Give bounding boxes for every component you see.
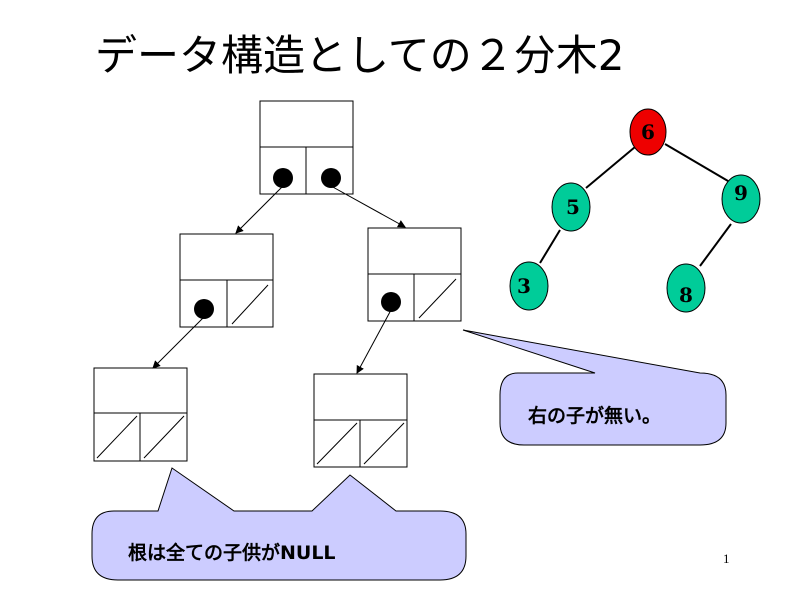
tree-node-5: 5 — [551, 182, 591, 232]
pointer-dot — [273, 168, 293, 188]
tree-edge — [539, 229, 561, 264]
struct-node-leaf-2 — [313, 373, 408, 468]
callout-no-right-child-text: 右の子が無い。 — [527, 404, 661, 427]
null-slash — [363, 422, 405, 465]
svg-text:9: 9 — [734, 181, 748, 205]
tree-node-3: 3 — [509, 261, 549, 311]
tree-edge — [585, 146, 636, 189]
svg-text:8: 8 — [679, 283, 693, 307]
page-number: 1 — [723, 551, 730, 566]
null-slash — [418, 278, 457, 319]
pointer-arrow — [235, 185, 284, 234]
struct-node-root — [259, 100, 354, 195]
pointer-arrow — [152, 316, 205, 369]
slide-title: データ構造としての２分木2 — [95, 31, 625, 80]
null-slash — [231, 284, 269, 325]
tree-node-9: 9 — [721, 174, 761, 224]
pointer-arrow — [330, 185, 406, 228]
null-slash — [316, 422, 358, 465]
callout-leaf-null: 根は全ての子供がNULL — [91, 467, 467, 581]
null-slash — [143, 415, 185, 459]
null-slash — [96, 415, 138, 459]
svg-text:5: 5 — [566, 195, 580, 219]
tree-edge — [699, 223, 732, 267]
pointer-dot — [381, 292, 401, 312]
pointer-dot — [321, 168, 341, 188]
struct-node-left — [179, 233, 274, 328]
pointer-dot — [194, 299, 214, 319]
struct-node-leaf-1 — [93, 367, 188, 462]
svg-text:6: 6 — [641, 120, 655, 144]
pointer-arrow — [356, 309, 392, 374]
svg-text:3: 3 — [517, 274, 531, 298]
tree-node-6: 6 — [629, 108, 667, 156]
tree-node-8: 8 — [666, 263, 706, 313]
struct-node-right — [367, 227, 462, 322]
callout-no-right-child: 右の子が無い。 — [462, 329, 727, 446]
tree-edge — [664, 143, 729, 182]
callout-leaf-null-text: 根は全ての子供がNULL — [128, 541, 336, 564]
